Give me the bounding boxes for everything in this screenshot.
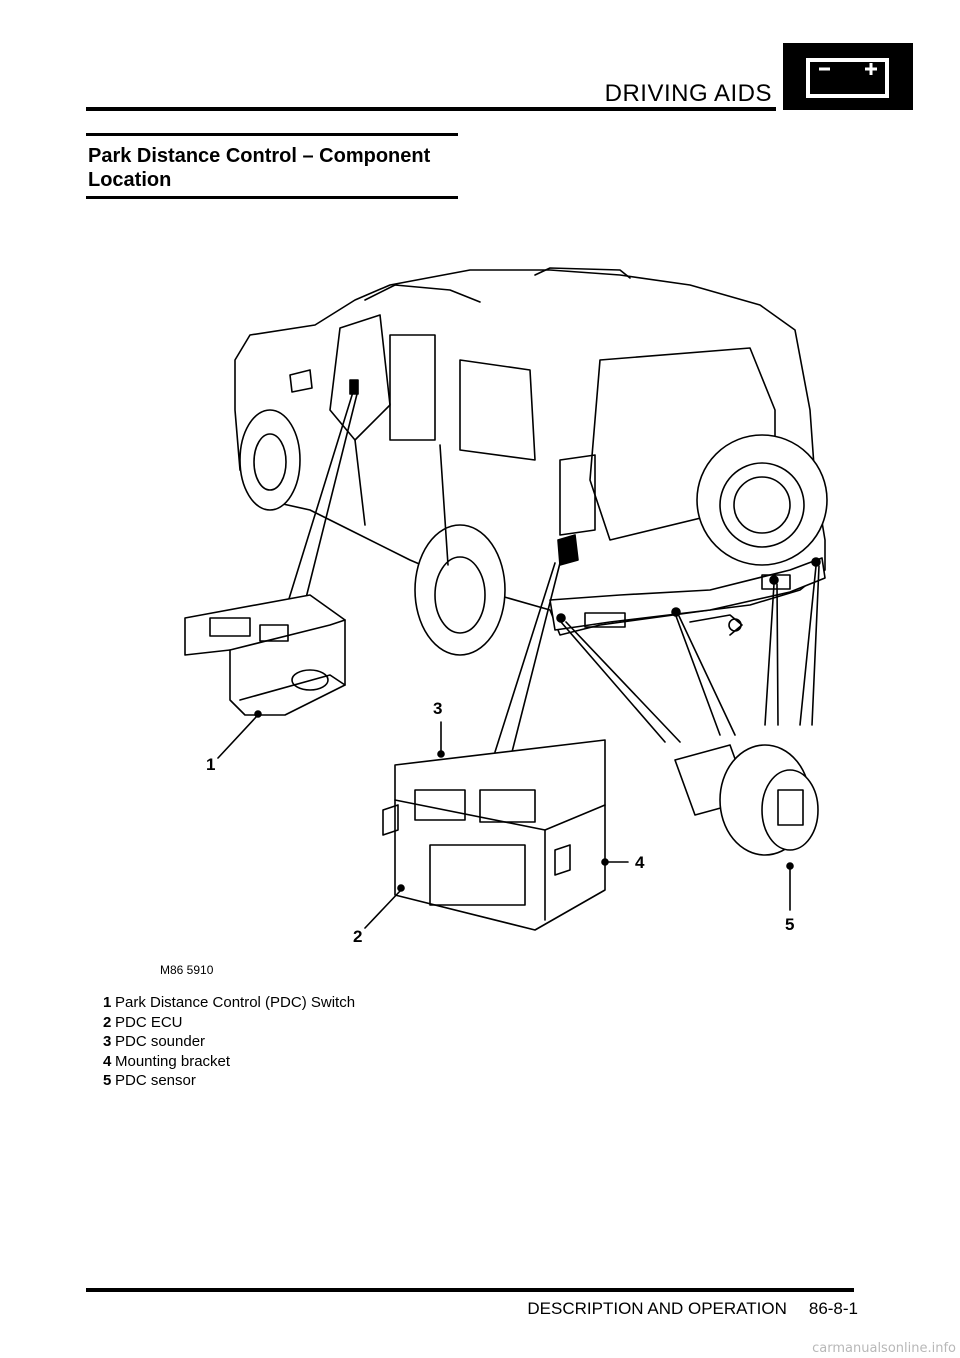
section-title: Park Distance Control – Component Locati… xyxy=(88,144,458,192)
callout-1: 1 xyxy=(206,755,215,774)
callout-3: 3 xyxy=(433,699,442,718)
callout-5: 5 xyxy=(785,915,794,934)
legend-number: 3 xyxy=(103,1033,112,1050)
section-rule-top xyxy=(86,133,458,136)
leader-lines xyxy=(287,391,820,753)
callout-4: 4 xyxy=(635,853,645,872)
section-title-line1: Park Distance Control – Component xyxy=(88,145,431,167)
legend-number: 5 xyxy=(103,1072,112,1089)
battery-symbol-icon xyxy=(806,58,889,98)
watermark-link[interactable]: carmanualsonline.info xyxy=(812,1341,956,1356)
figure-code: M86 5910 xyxy=(160,963,214,977)
legend-label: PDC sounder xyxy=(115,1033,206,1050)
legend-label: Park Distance Control (PDC) Switch xyxy=(115,994,356,1011)
legend-label: PDC ECU xyxy=(115,1013,183,1031)
page-header-title: DRIVING AIDS xyxy=(604,80,772,107)
pdc-ecu-drawing xyxy=(382,739,609,931)
pdc-switch-drawing xyxy=(184,594,346,718)
callout-2: 2 xyxy=(353,927,362,946)
page-number: 86-8-1 xyxy=(808,1299,858,1318)
header-rule xyxy=(86,107,776,111)
footer-section-name: DESCRIPTION AND OPERATION xyxy=(527,1299,787,1318)
battery-icon xyxy=(783,43,913,110)
section-title-line2: Location xyxy=(88,169,172,191)
legend-label: Mounting bracket xyxy=(115,1052,231,1070)
legend-number: 1 xyxy=(103,994,112,1011)
legend-label: PDC sensor xyxy=(115,1072,196,1089)
legend-number: 4 xyxy=(103,1052,112,1070)
pdc-sensor-drawing xyxy=(674,744,819,870)
vehicle-drawing xyxy=(234,267,828,656)
footer-rule xyxy=(86,1288,854,1292)
callout-pointers xyxy=(217,715,791,929)
legend-number: 2 xyxy=(103,1013,112,1031)
component-location-illustration: 1 2 3 4 5 M86 5910 xyxy=(150,230,850,990)
section-rule-bottom xyxy=(86,196,458,199)
page-footer: DESCRIPTION AND OPERATION 86-8-1 xyxy=(390,1299,858,1319)
